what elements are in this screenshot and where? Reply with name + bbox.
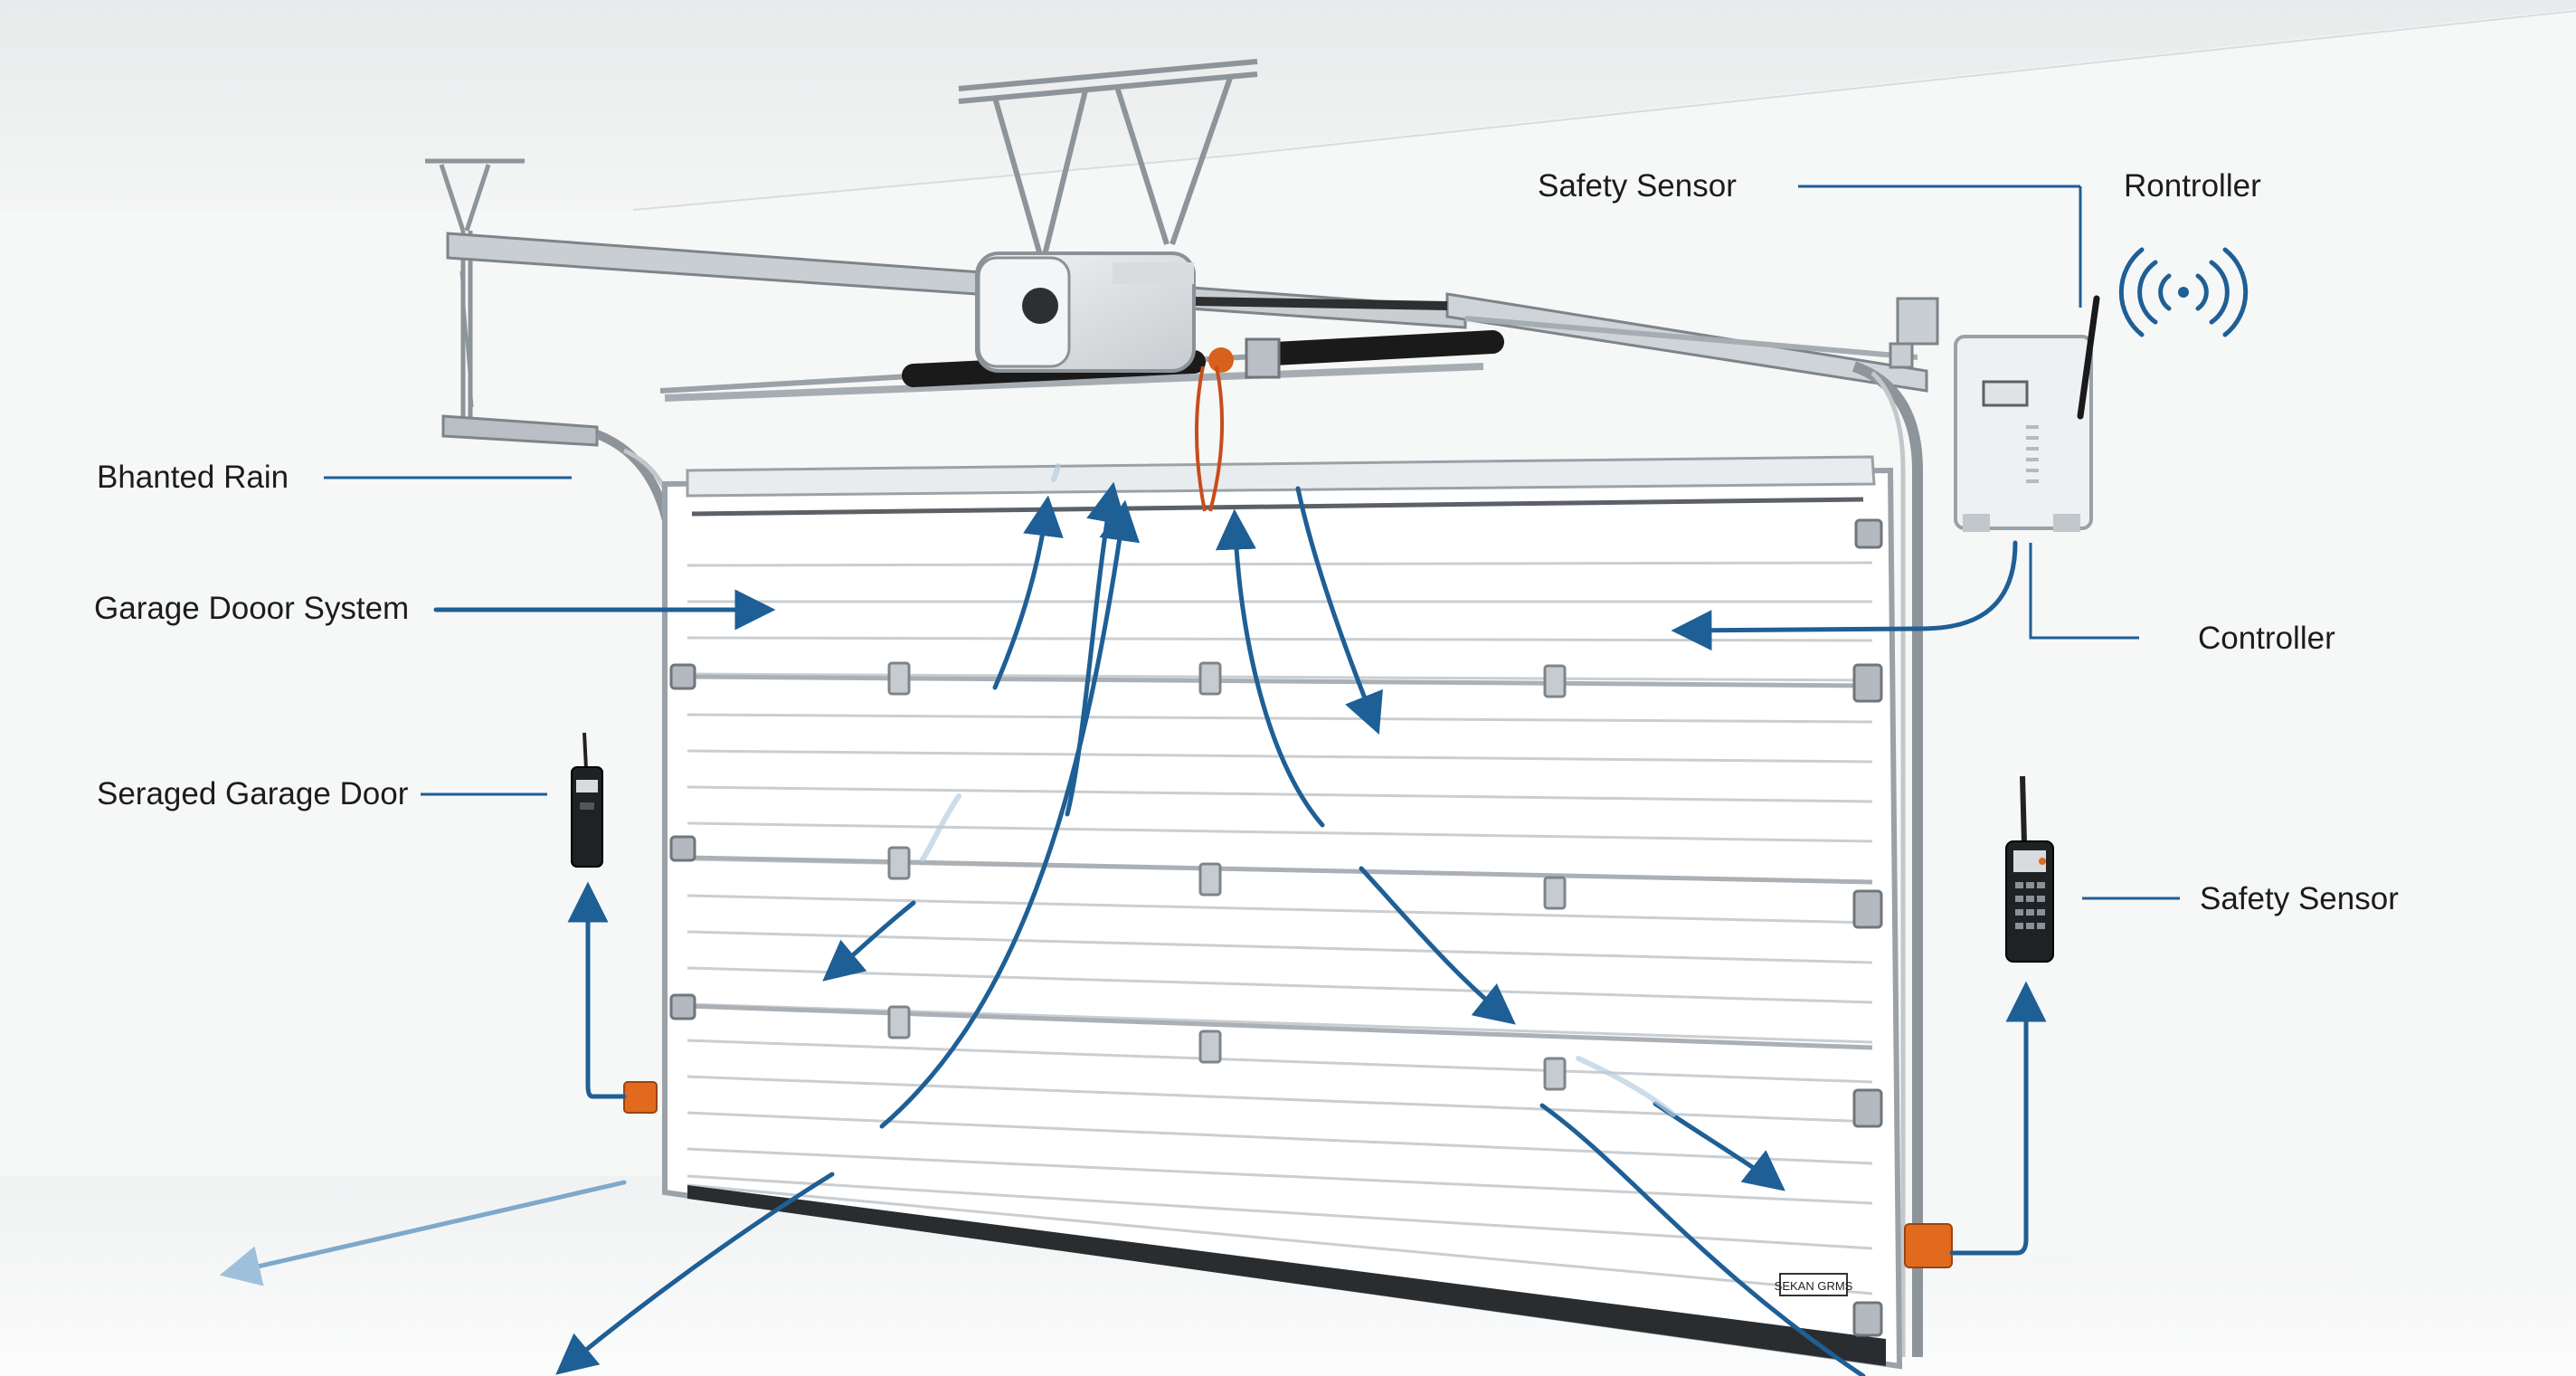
label-safety-sensor-right: Safety Sensor	[2200, 881, 2399, 916]
door-panel-lines	[687, 561, 1873, 1295]
door-rollers	[669, 518, 1883, 1337]
label-rontroller: Rontroller	[2124, 168, 2261, 204]
label-controller: Controller	[2198, 621, 2335, 656]
door-track-right	[1852, 361, 1923, 1357]
ceiling-bracket-left	[425, 158, 525, 425]
remote-control-icon	[571, 732, 603, 868]
leader-lines	[324, 185, 2180, 900]
label-seraged-garage-door: Seraged Garage Door	[97, 776, 409, 811]
wifi-signal-icon	[2118, 247, 2249, 337]
label-safety-sensor-top: Safety Sensor	[1538, 168, 1737, 204]
safety-sensor-left	[623, 1081, 658, 1114]
rail-end-bracket	[1889, 297, 1939, 369]
svg-text:SEKAN GRMS: SEKAN GRMS	[1775, 1279, 1853, 1293]
label-bhanted-rain: Bhanted Rain	[97, 460, 289, 495]
ceiling	[0, 0, 2576, 213]
flow-arrows	[219, 481, 2047, 1376]
motor-unit-icon	[975, 251, 1196, 373]
door-hinges	[887, 661, 1567, 1091]
label-garage-door-system: Garage Dooor System	[94, 591, 410, 626]
controller-box	[1954, 295, 2100, 532]
safety-sensor-right	[1904, 1223, 1953, 1268]
keypad-remote-icon	[2005, 775, 2054, 963]
ceiling-bracket-center	[958, 59, 1258, 256]
door-model-badge: SEKAN GRMS	[1775, 1273, 1853, 1296]
motion-streaks	[920, 463, 1676, 1117]
section-seams	[687, 674, 1873, 1050]
